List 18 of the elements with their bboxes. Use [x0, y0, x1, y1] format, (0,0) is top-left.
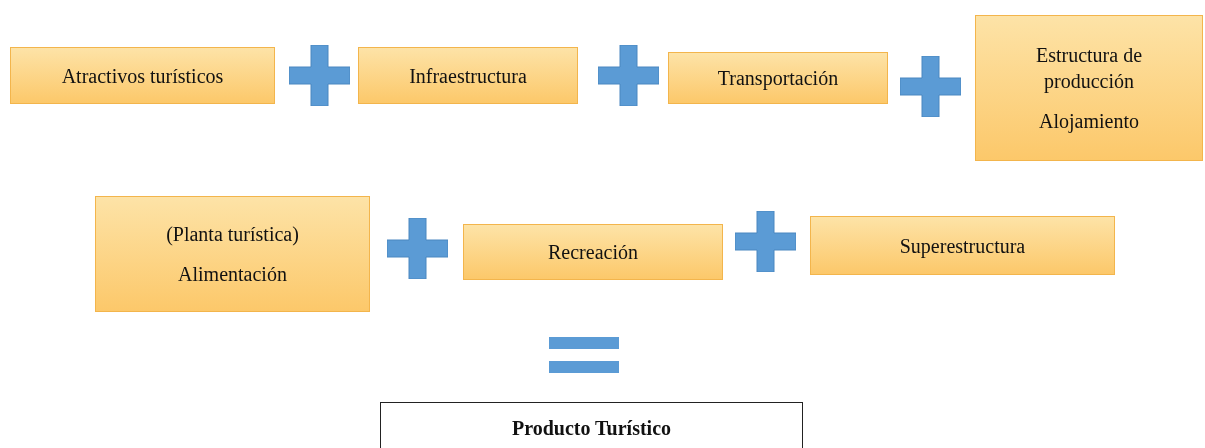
- component-box: [10, 47, 275, 104]
- box-text: Alojamiento: [1039, 109, 1139, 134]
- box-text: Transportación: [717, 66, 839, 91]
- box-text: Recreación: [548, 240, 638, 265]
- box-text: Producto Turístico: [511, 416, 672, 441]
- box-text: Estructura de producción: [1034, 43, 1144, 94]
- result-box: [380, 402, 803, 448]
- component-box: [668, 52, 888, 104]
- component-box: [975, 15, 1203, 161]
- component-box: [463, 224, 723, 280]
- component-box: [95, 196, 370, 312]
- box-text: Atractivos turísticos: [61, 63, 224, 89]
- component-box: [358, 47, 578, 104]
- box-text: Infraestructura: [409, 63, 527, 89]
- box-text: Superestructura: [899, 233, 1026, 259]
- box-text: (Planta turística): [166, 222, 299, 247]
- box-text: Alimentación: [178, 262, 287, 287]
- component-box: [810, 216, 1115, 275]
